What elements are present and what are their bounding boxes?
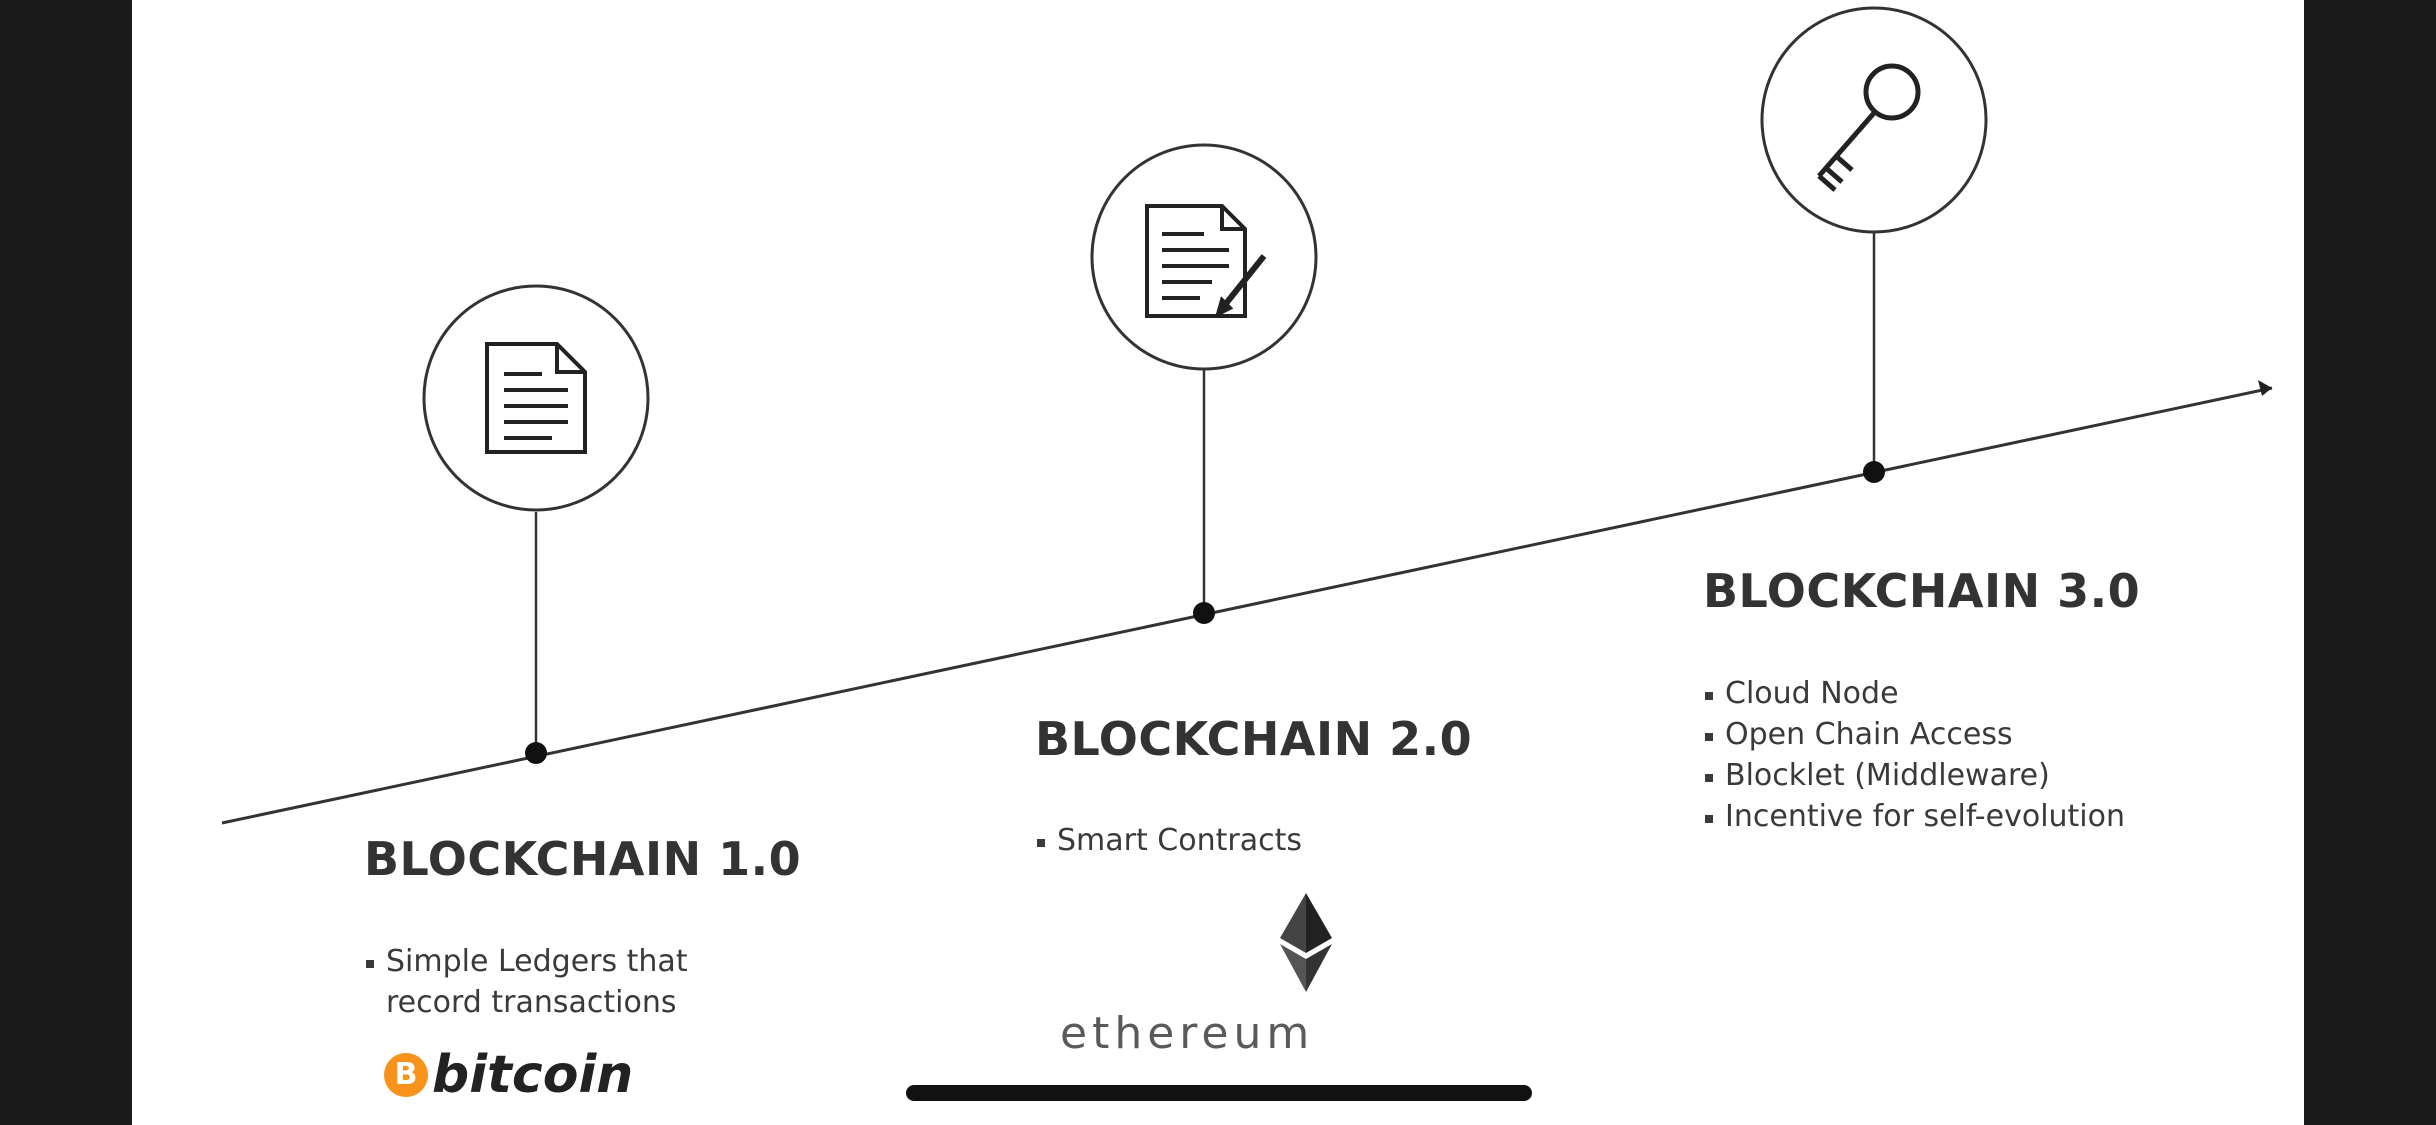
- stage-1-icon-circle: [422, 284, 650, 512]
- stage-1-bullet: Simple Ledgers that: [364, 941, 688, 982]
- stage-1-bullet-continued: record transactions: [386, 985, 677, 1020]
- signed-contract-icon: [1145, 204, 1267, 318]
- stage-1-bullets: Simple Ledgers that record transactions: [364, 941, 688, 1023]
- bitcoin-wordmark: bitcoin: [432, 1045, 634, 1105]
- timeline-diagram: [221, 6, 2273, 992]
- stage-3-bullet: Cloud Node: [1703, 673, 2125, 714]
- stage-3-bullet: Blocklet (Middleware): [1703, 755, 2125, 796]
- stage-3-bullet: Incentive for self-evolution: [1703, 796, 2125, 837]
- key-icon: [1817, 63, 1921, 192]
- ethereum-logo-icon: [1280, 893, 1332, 992]
- stage-2-title: BLOCKCHAIN 2.0: [1035, 712, 1473, 766]
- stage-3-dot: [1863, 461, 1885, 483]
- stage-2-bullets: Smart Contracts: [1035, 820, 1302, 861]
- home-indicator[interactable]: [906, 1085, 1532, 1101]
- stage-1-dot: [525, 742, 547, 764]
- stage-3-title: BLOCKCHAIN 3.0: [1703, 564, 2141, 618]
- bitcoin-logo: B bitcoin: [384, 1045, 633, 1105]
- stage-2-icon-circle: [1090, 143, 1318, 371]
- ethereum-wordmark: ethereum: [1060, 1008, 1315, 1059]
- stage-2-dot: [1193, 602, 1215, 624]
- timeline-axis: [221, 386, 2273, 825]
- timeline-arrowhead: [2258, 380, 2272, 396]
- stage-3-icon-circle: [1760, 6, 1988, 234]
- stage-3-bullet: Open Chain Access: [1703, 714, 2125, 755]
- diagram-canvas: BLOCKCHAIN 1.0 Simple Ledgers that recor…: [132, 0, 2304, 1125]
- document-icon: [485, 342, 587, 454]
- stage-2-bullet: Smart Contracts: [1035, 820, 1302, 861]
- stage-3-bullets: Cloud Node Open Chain Access Blocklet (M…: [1703, 673, 2125, 837]
- stage-1-title: BLOCKCHAIN 1.0: [364, 832, 802, 886]
- bitcoin-symbol-icon: B: [384, 1053, 428, 1097]
